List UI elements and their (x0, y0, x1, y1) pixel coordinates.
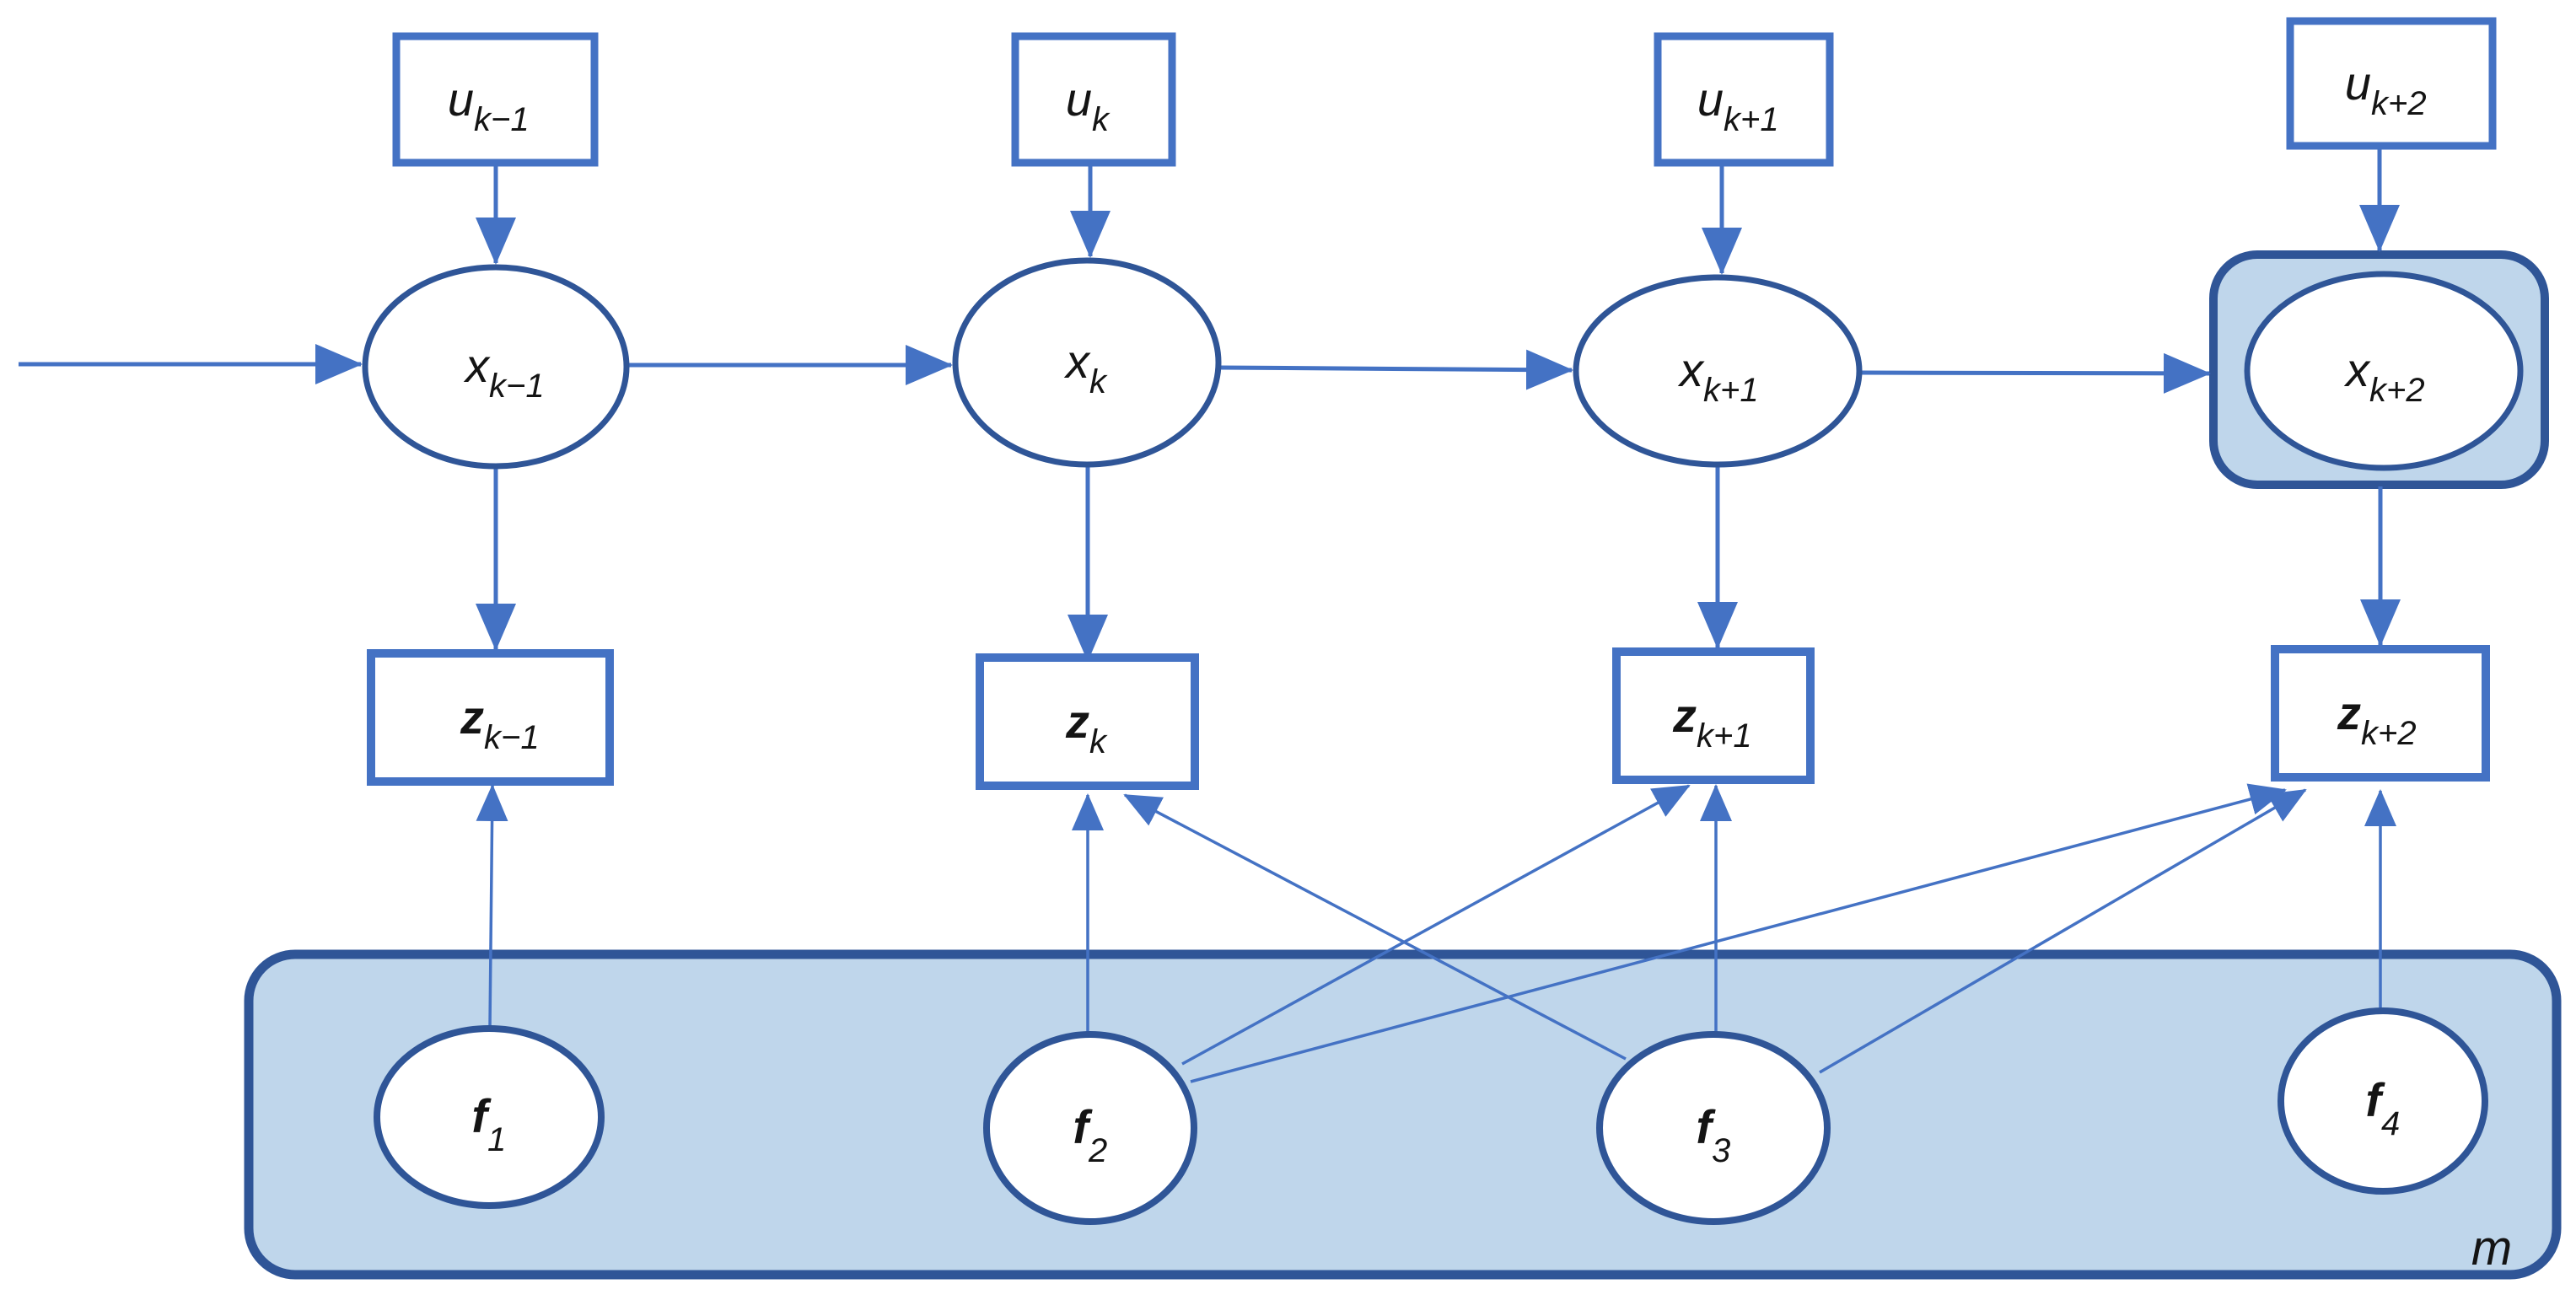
arrow-f2-to-z-k1 (1181, 784, 1691, 1066)
f1-ellipse (374, 1025, 605, 1209)
node-z-k: z k (976, 653, 1199, 790)
x-k1-sub: k+1 (1703, 372, 1759, 409)
u-k-1-sub: k−1 (474, 101, 530, 138)
u-k-box (1011, 32, 1176, 167)
map-plate: m (244, 949, 2562, 1280)
z-k-sub: k (1089, 723, 1108, 760)
x-k2-sub: k+2 (2369, 372, 2425, 409)
state-chain-arrows (19, 344, 2211, 394)
u-k2-sub: k+2 (2371, 85, 2427, 122)
arrow-f1-to-z-k-1 (476, 784, 508, 1028)
x-k1-ellipse (1573, 274, 1863, 468)
u-k2-box (2286, 17, 2497, 150)
x-k-base: x (1063, 335, 1091, 388)
u-k-1-box (392, 32, 599, 167)
u-k1-sub: k+1 (1724, 101, 1779, 138)
z-k1-base: z (1672, 689, 1697, 742)
u-k1-box (1654, 32, 1834, 167)
z-k-base: z (1065, 695, 1089, 748)
arrow-f2-to-z-k2 (1190, 783, 2287, 1083)
node-x-k2: x k+2 (2244, 271, 2524, 471)
f1-sub: 1 (487, 1121, 506, 1158)
z-k-1-box (367, 649, 614, 786)
x-k2-ellipse (2244, 271, 2524, 471)
u-k-base: u (1066, 73, 1092, 126)
f4-sub: 4 (2381, 1105, 2400, 1142)
node-x-k-1: x k−1 (362, 264, 630, 470)
f2-ellipse (983, 1031, 1197, 1225)
node-u-k: u k (1011, 32, 1176, 167)
f2-sub: 2 (1088, 1132, 1107, 1169)
z-k2-base: z (2337, 686, 2361, 739)
z-k2-sub: k+2 (2361, 715, 2417, 752)
x-k-1-ellipse (362, 264, 630, 470)
node-f3: f 3 (1596, 1031, 1831, 1225)
node-f1: f 1 (374, 1025, 605, 1209)
node-z-k2: z k+2 (2271, 645, 2490, 782)
map-plate-rect (244, 949, 2562, 1280)
node-z-k1: z k+1 (1612, 647, 1815, 784)
feature-observation-arrows (476, 783, 2396, 1083)
node-f4: f 4 (2278, 1007, 2488, 1195)
f3-sub: 3 (1712, 1132, 1730, 1169)
node-u-k-1: u k−1 (392, 32, 599, 167)
x-k2-base: x (2343, 343, 2371, 396)
node-x-k: x k (952, 257, 1222, 468)
x-k-1-base: x (463, 339, 491, 392)
f4-ellipse (2278, 1007, 2488, 1195)
map-plate-label: m (2471, 1221, 2512, 1276)
x-k-ellipse (952, 257, 1222, 468)
arrow-f3-to-z-k2 (1819, 788, 2307, 1074)
u-k2-base: u (2345, 56, 2371, 110)
u-k-1-base: u (448, 73, 474, 126)
arrow-x-k-to-x-k1 (1219, 349, 1573, 390)
z-k-1-sub: k−1 (484, 719, 540, 756)
u-k-sub: k (1092, 101, 1111, 138)
x-k-sub: k (1089, 363, 1108, 400)
arrow-f3-to-z-k (1123, 793, 1627, 1061)
node-f2: f 2 (983, 1031, 1197, 1225)
z-k1-sub: k+1 (1697, 717, 1752, 755)
z-k1-box (1612, 647, 1815, 784)
x-k-1-sub: k−1 (489, 368, 545, 405)
node-x-k1: x k+1 (1573, 274, 1863, 468)
node-u-k2: u k+2 (2286, 17, 2497, 150)
x-k1-base: x (1677, 343, 1705, 396)
z-k-box (976, 653, 1199, 790)
measurement-arrows (476, 466, 2401, 662)
z-k-1-base: z (460, 690, 484, 744)
node-u-k1: u k+1 (1654, 32, 1834, 167)
f3-ellipse (1596, 1031, 1831, 1225)
u-k1-base: u (1697, 73, 1724, 126)
control-arrows (476, 145, 2400, 275)
z-k2-box (2271, 645, 2490, 782)
node-z-k-1: z k−1 (367, 649, 614, 786)
